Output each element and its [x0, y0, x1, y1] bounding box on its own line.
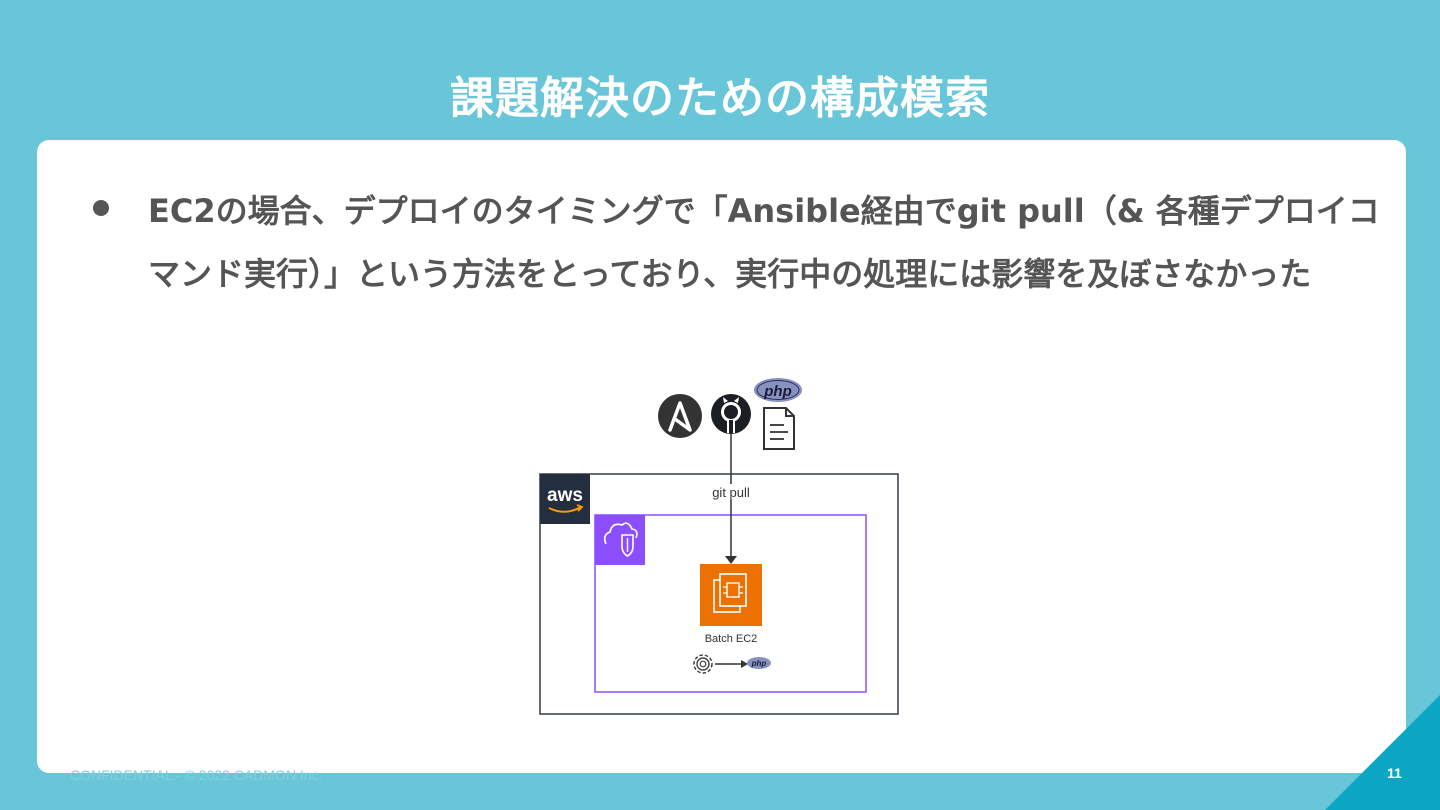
ec2-instance-icon	[700, 564, 762, 626]
bullet-dot	[93, 200, 109, 216]
aws-cloud-boundary	[539, 473, 899, 715]
php-logo: php	[754, 378, 802, 402]
git-pull-label: git pull	[712, 485, 750, 500]
footer-confidential: CONFIDENTIAL - © 2022 CADMON Inc.	[70, 767, 323, 783]
aws-logo: aws	[540, 474, 590, 524]
document-icon	[763, 407, 795, 450]
process-arrow-head	[741, 660, 748, 668]
content-card	[37, 140, 1406, 773]
vpc-icon	[595, 515, 645, 565]
php-small-text: php	[751, 659, 767, 668]
corner-triangle	[1325, 695, 1440, 810]
aws-logo-text: aws	[547, 485, 583, 506]
php-small-logo: php	[747, 657, 771, 669]
ansible-icon	[658, 394, 702, 438]
slide-title: 課題解決のための構成模索	[450, 73, 990, 124]
batch-ec2-label: Batch EC2	[705, 633, 758, 645]
bullet-text: EC2の場合、デプロイのタイミングで「Ansible経由でgit pull（& …	[148, 192, 1380, 293]
php-logo-text: php	[763, 383, 792, 400]
gear-icon	[693, 654, 713, 674]
arrow-head	[725, 556, 737, 564]
architecture-diagram: php aws git pull	[518, 370, 922, 720]
github-icon	[711, 394, 751, 434]
page-number: 11	[1387, 765, 1402, 781]
